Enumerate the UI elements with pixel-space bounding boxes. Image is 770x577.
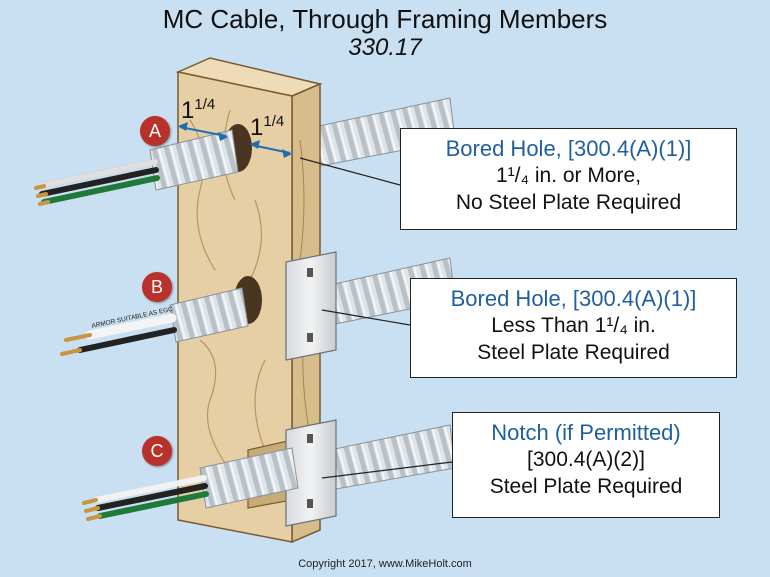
dimension-arrow-right [250,140,292,158]
callout-c-heading: Notch (if Permitted) [491,420,681,445]
dim-right-fraction: 1/4 [263,113,285,130]
callout-a-heading: Bored Hole, [300.4(A)(1)] [445,136,692,161]
cable-c-front [82,447,299,521]
dimension-label-left: 11/4 [181,96,215,125]
dim-right-whole: 1 [250,114,264,141]
callout-b: Bored Hole, [300.4(A)(1)] Less Than 1¹/₄… [410,278,737,378]
leader-b [321,309,411,326]
marker-b: B [142,272,172,302]
cable-c-back [329,424,456,491]
dim-left-whole: 1 [181,97,195,124]
callout-b-line1: Less Than 1¹/₄ in. [491,314,656,337]
copyright: Copyright 2017, www.MikeHolt.com [298,558,472,570]
cable-a-front [34,129,239,206]
callout-a-line1: 1¹/₄ in. or More, [495,164,642,187]
callout-c-line1: [300.4(A)(2)] [527,448,645,471]
leader-c [321,461,453,479]
callout-a-line2: No Steel Plate Required [455,191,682,214]
diagram-title: MC Cable, Through Framing Members [162,4,608,34]
dim-left-fraction: 1/4 [194,96,216,113]
diagram-subtitle: 330.17 [348,34,422,61]
steel-plate-c [285,419,337,527]
marker-a: A [140,116,170,146]
callout-c: Notch (if Permitted) [300.4(A)(2)] Steel… [452,412,720,518]
callout-b-line2: Steel Plate Required [477,341,670,364]
callout-a: Bored Hole, [300.4(A)(1)] 1¹/₄ in. or Mo… [400,128,737,230]
callout-b-heading: Bored Hole, [300.4(A)(1)] [450,286,697,311]
dimension-arrow-left [178,122,228,141]
steel-plate-b [285,251,337,361]
cable-b-front [60,287,249,356]
leader-a [299,157,401,186]
marker-c: C [142,436,172,466]
dimension-label-right: 11/4 [250,113,284,142]
callout-c-line2: Steel Plate Required [489,475,683,498]
